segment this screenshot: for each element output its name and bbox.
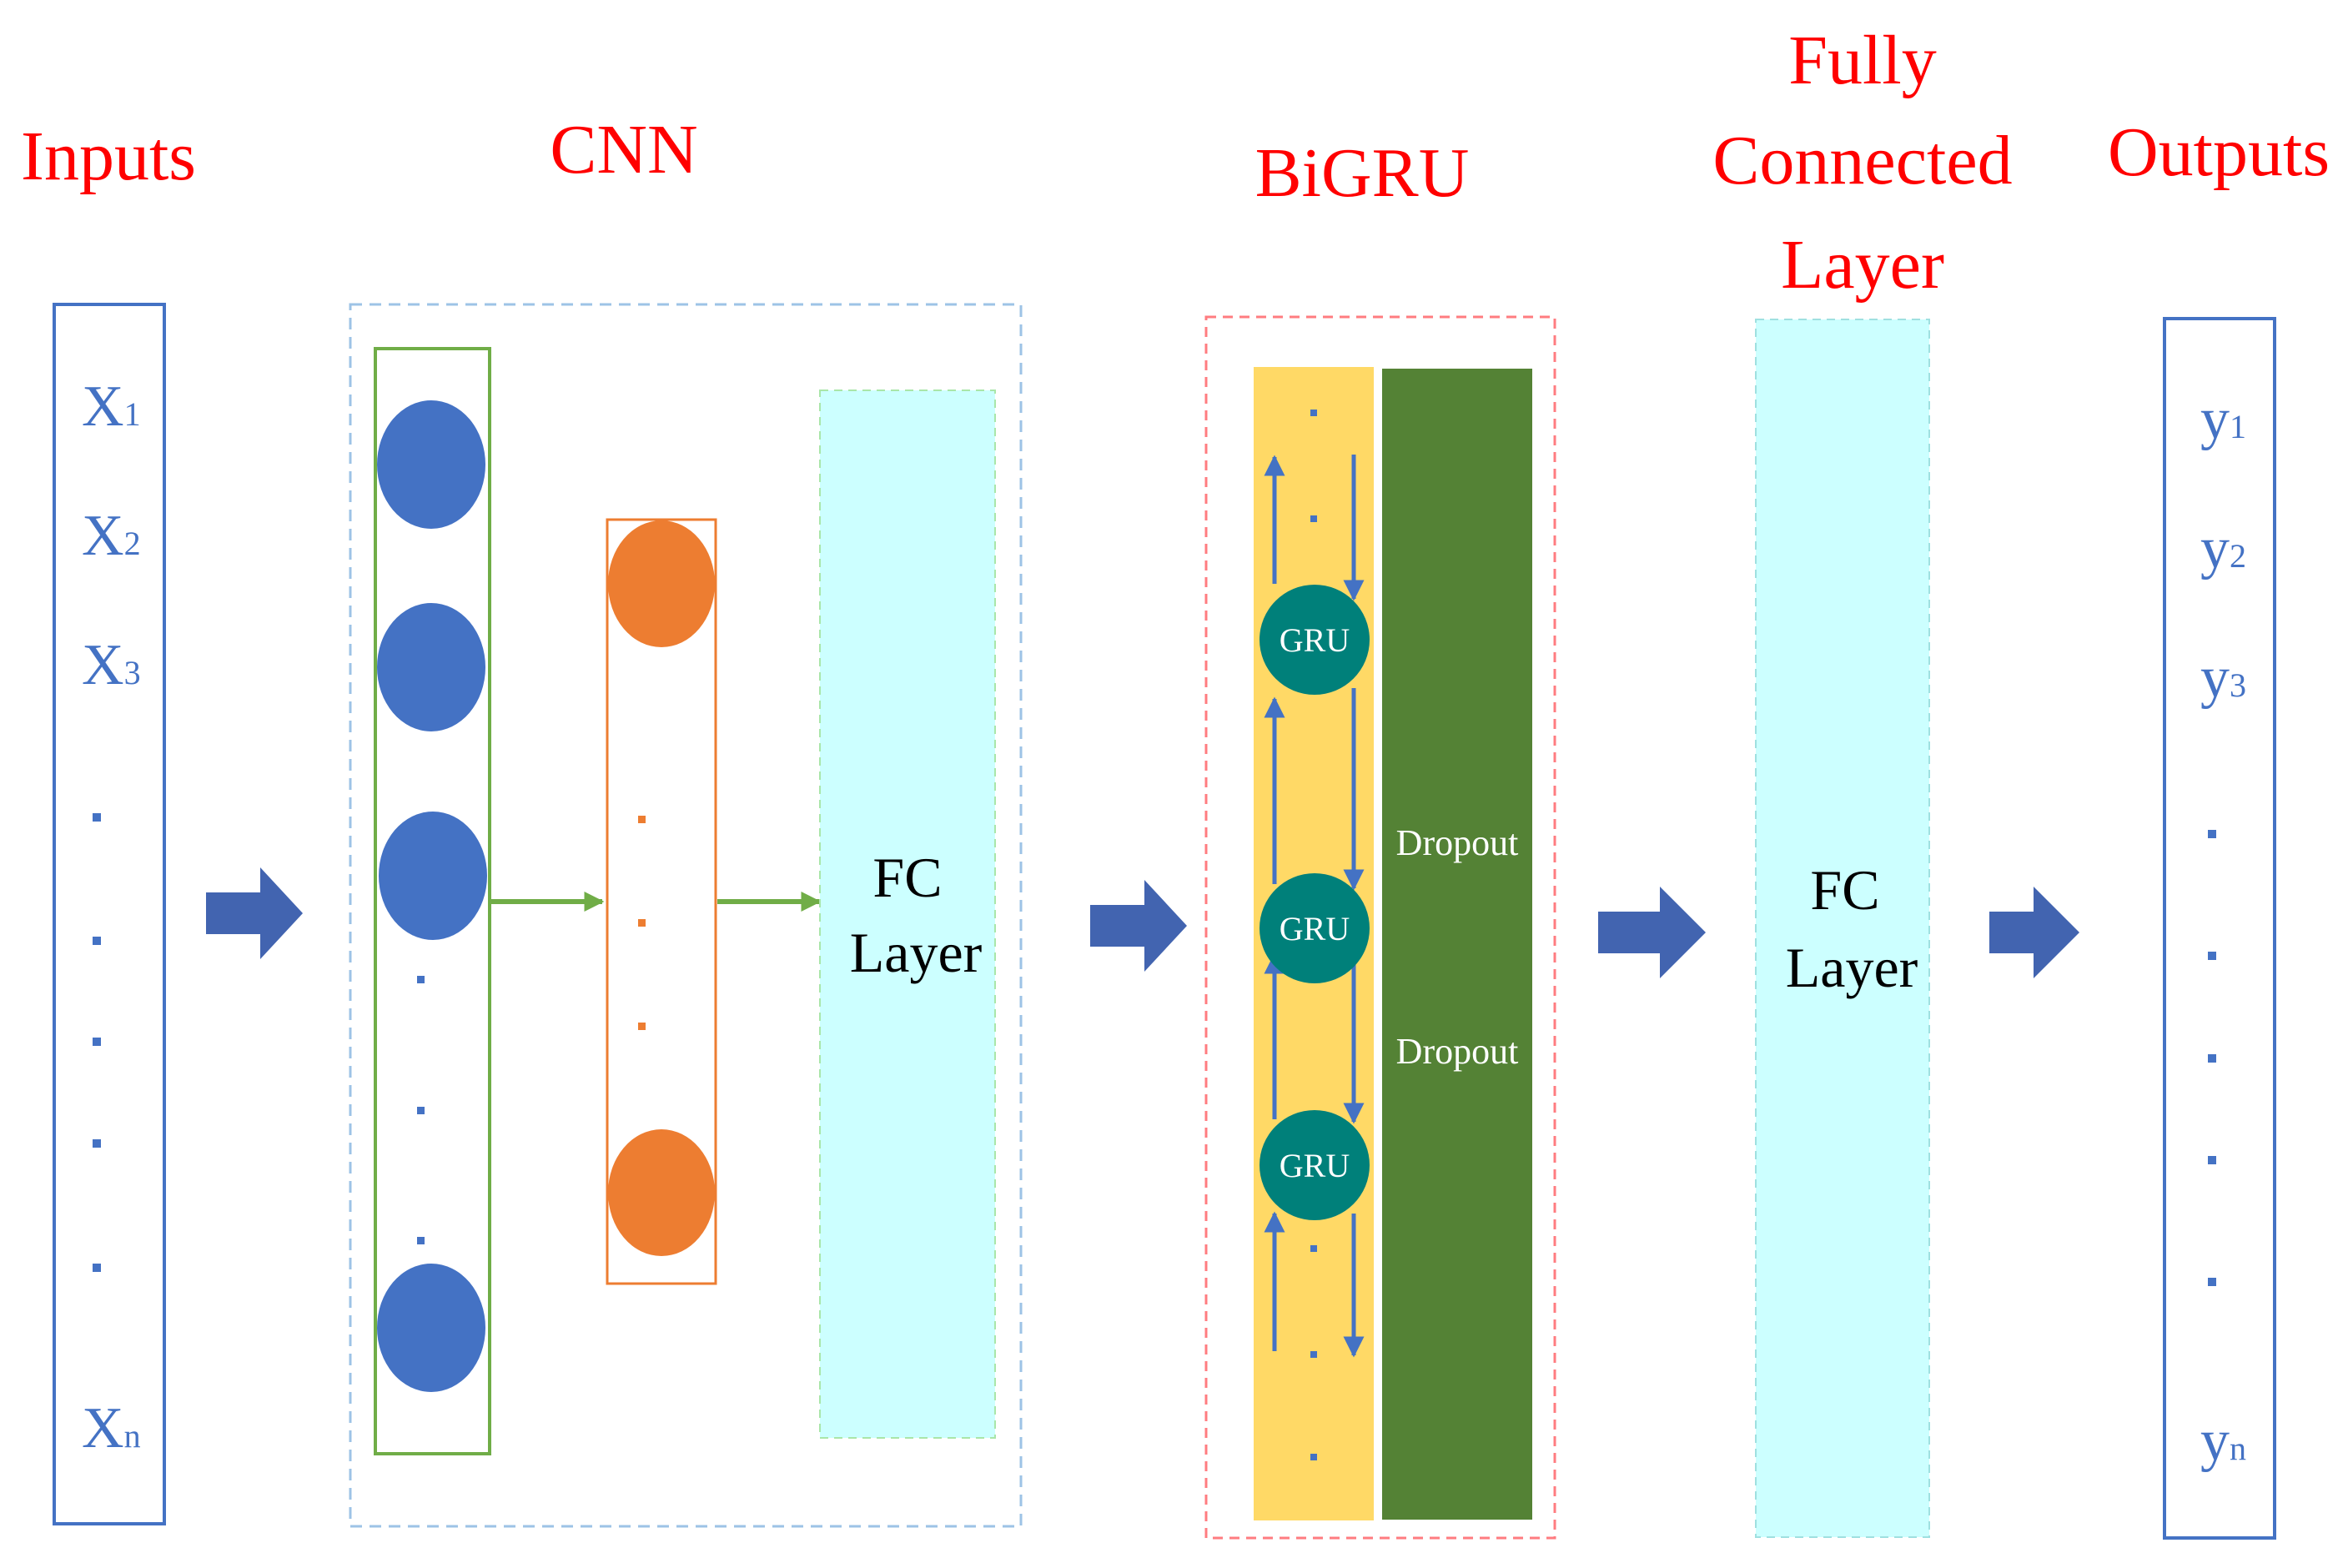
cnn-input-node — [377, 400, 485, 529]
gru-unit-label: GRU — [1280, 910, 1350, 947]
input-ellipsis-dot — [93, 1139, 101, 1148]
cnn-hidden-node — [608, 1129, 715, 1256]
input-ellipsis-dot — [93, 1264, 101, 1272]
gru-unit — [1259, 873, 1370, 983]
output-ellipsis-dot — [2208, 1156, 2216, 1164]
dropout-label: Dropout — [1396, 822, 1519, 863]
gru-unit — [1259, 585, 1370, 695]
cnn-input-node — [377, 603, 485, 731]
cnn-ellipsis-dot — [417, 1237, 425, 1244]
cnn-hidden-dot — [638, 1023, 646, 1030]
bigru-title: BiGRU — [1255, 134, 1470, 212]
flow-arrow-cnn-to-bigru — [1090, 880, 1187, 972]
gru-ellipsis-dot — [1310, 1454, 1317, 1460]
gru-ellipsis-dot — [1310, 410, 1317, 416]
gru-unit — [1259, 1110, 1370, 1220]
input-xn: Xn — [82, 1396, 141, 1460]
flow-arrow-fc-to-outputs — [1989, 887, 2079, 978]
cnn-fc-label-line1: FC — [872, 846, 942, 909]
fc-label-line2: Layer — [1786, 936, 1918, 999]
cnn-title: CNN — [550, 111, 697, 188]
input-ellipsis-dot — [93, 1038, 101, 1046]
cnn-fc-layer-block — [819, 389, 996, 1439]
cnn-hidden-dot — [638, 919, 646, 927]
input-ellipsis-dot — [93, 813, 101, 822]
cnn-hidden-dot — [638, 816, 646, 823]
cnn-input-node — [377, 1264, 485, 1392]
fc-layer-block — [1755, 319, 1930, 1538]
gru-ellipsis-dot — [1310, 1351, 1317, 1358]
dropout-column — [1382, 369, 1532, 1520]
input-x1: X1 — [82, 374, 141, 439]
bigru-dashed-region — [1204, 315, 1556, 1540]
inputs-box — [53, 303, 166, 1525]
cnn-input-node — [379, 812, 487, 940]
outputs-title: Outputs — [2108, 113, 2330, 191]
cnn-hidden-node — [608, 520, 715, 647]
fc-title-line1: Fully — [1788, 22, 1936, 99]
flow-arrow-bigru-to-fc — [1598, 887, 1706, 978]
output-ellipsis-dot — [2208, 1054, 2216, 1063]
input-x3: X3 — [82, 633, 141, 697]
gru-unit-label: GRU — [1280, 1147, 1350, 1184]
gru-unit-label: GRU — [1280, 621, 1350, 659]
gru-ellipsis-dot — [1310, 515, 1317, 522]
outputs-box — [2163, 317, 2276, 1540]
output-ellipsis-dot — [2208, 830, 2216, 838]
output-y3: y3 — [2200, 646, 2246, 710]
flow-arrow-inputs-to-cnn — [206, 867, 303, 959]
cnn-ellipsis-dot — [417, 1107, 425, 1114]
fc-title-line2: Connected — [1712, 122, 2012, 199]
cnn-dashed-region — [349, 303, 1023, 1528]
fc-title-line3: Layer — [1781, 226, 1944, 304]
output-ellipsis-dot — [2208, 952, 2216, 960]
cnn-hidden-layer-box — [606, 518, 717, 1285]
output-y2: y2 — [2200, 516, 2246, 580]
output-y1: y1 — [2200, 387, 2246, 451]
cnn-fc-label-line2: Layer — [850, 921, 983, 984]
output-yn: yn — [2200, 1409, 2246, 1473]
fc-label-line1: FC — [1810, 858, 1879, 922]
input-ellipsis-dot — [93, 937, 101, 945]
inputs-title: Inputs — [21, 118, 196, 195]
output-ellipsis-dot — [2208, 1278, 2216, 1286]
dropout-label: Dropout — [1396, 1031, 1519, 1072]
cnn-ellipsis-dot — [417, 976, 425, 983]
input-x2: X2 — [82, 504, 141, 568]
gru-ellipsis-dot — [1310, 1245, 1317, 1252]
